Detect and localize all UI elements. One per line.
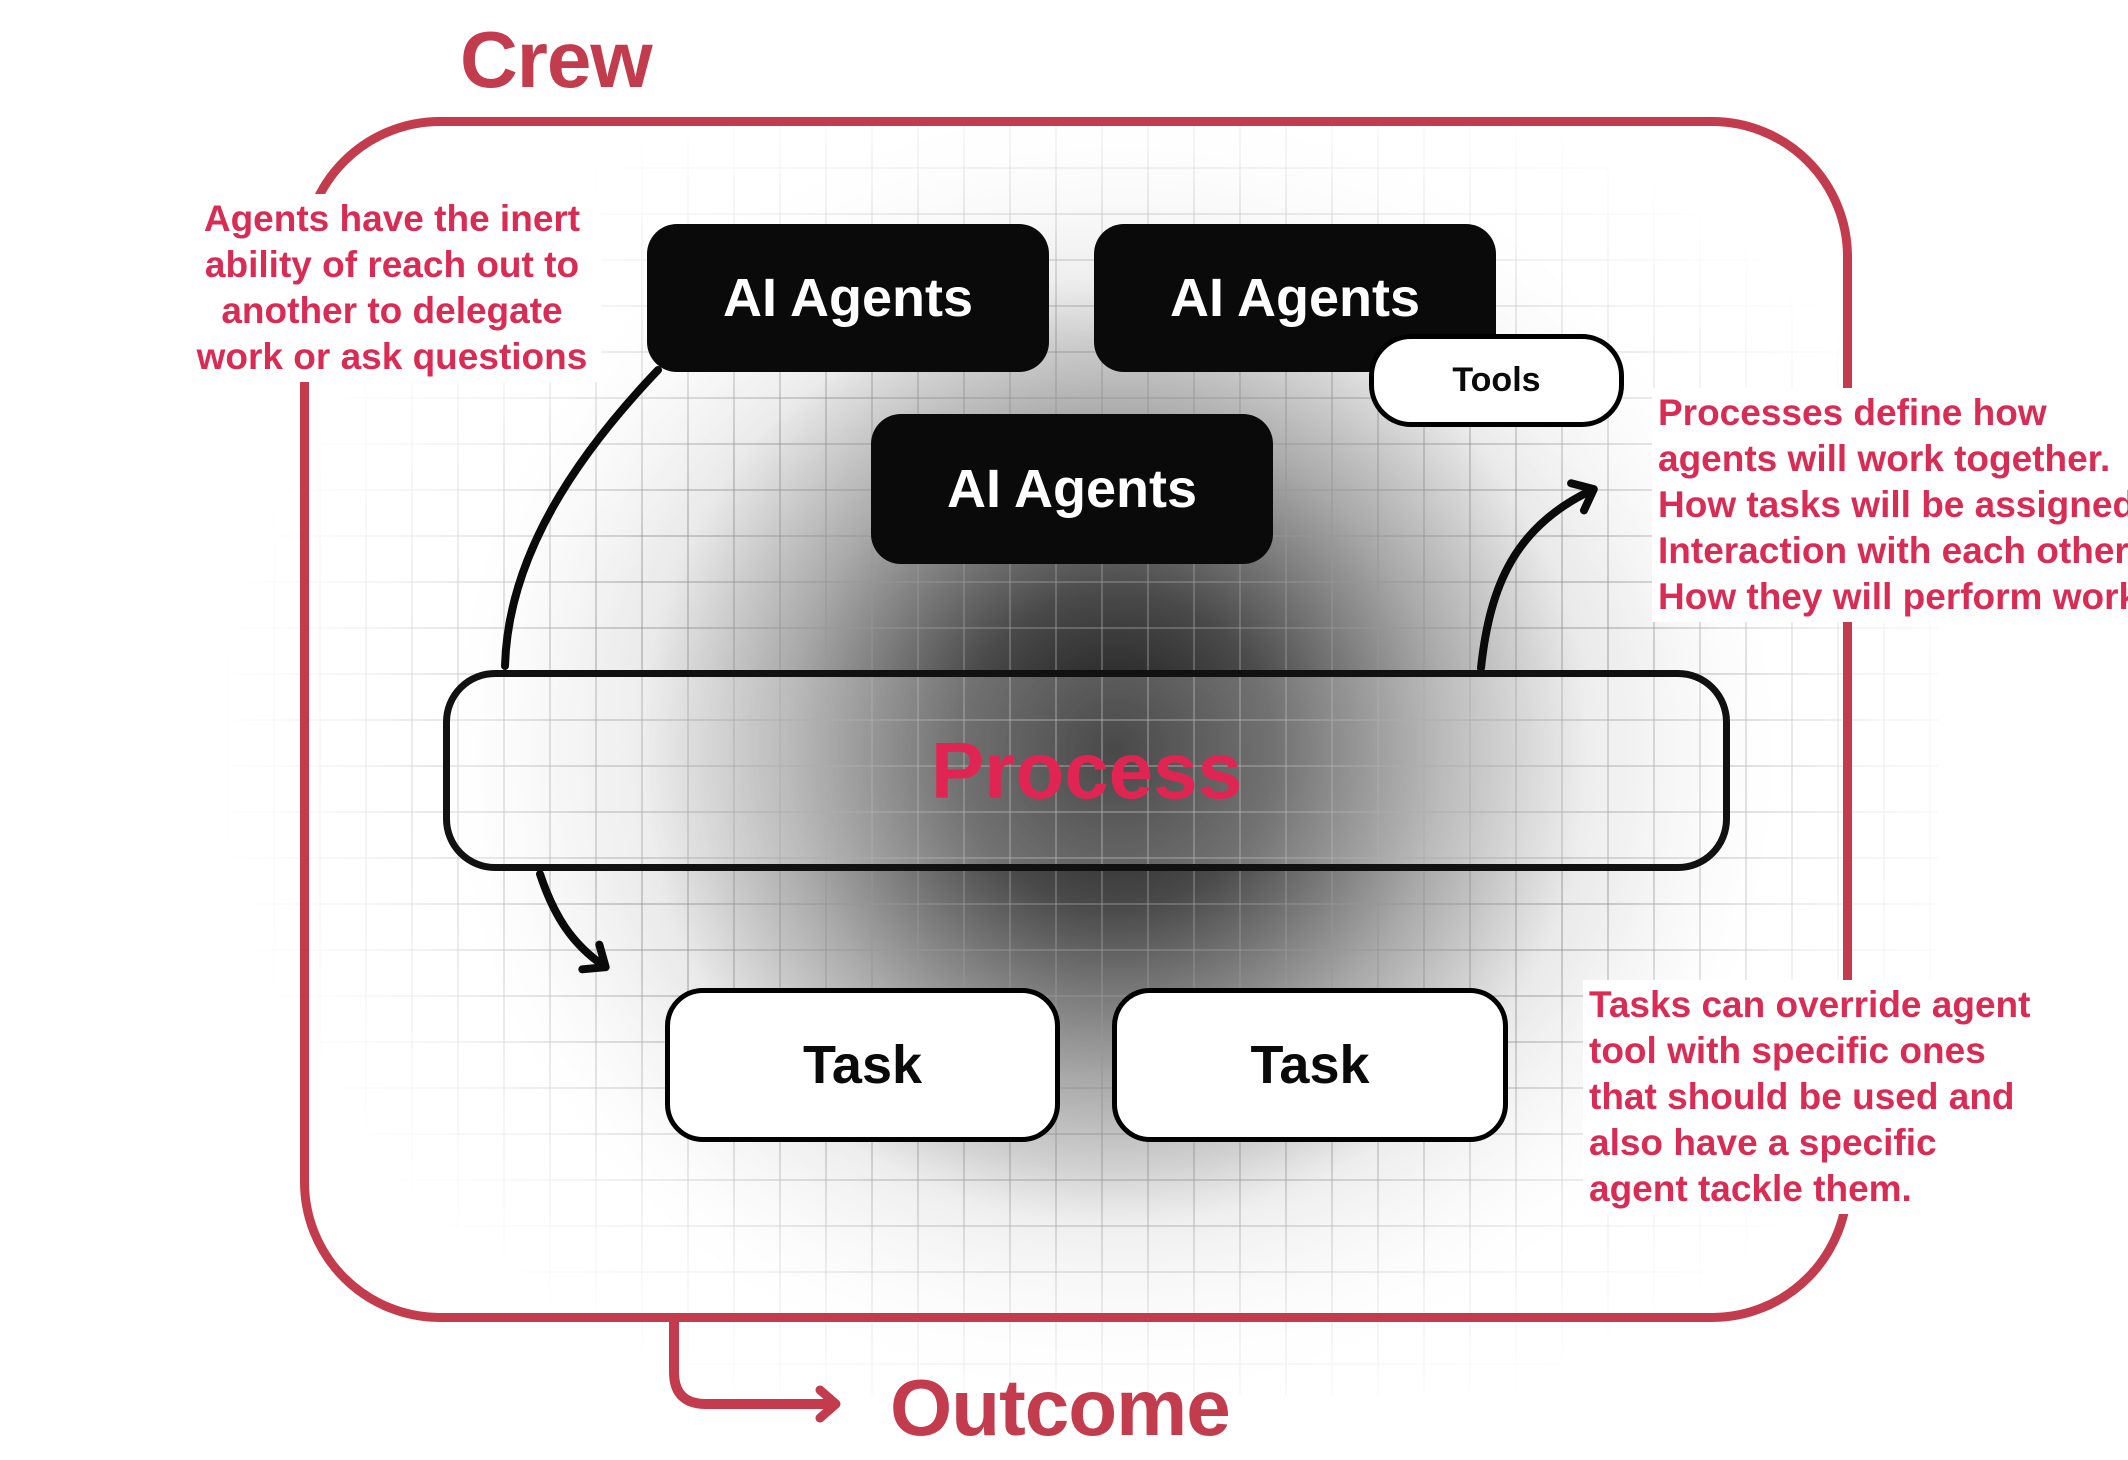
agents-annotation: Agents have the inert ability of reach o… [183,194,601,382]
process-label: Process [930,725,1243,815]
ai-agents-box-2: AI Agents [1094,224,1496,372]
task-box-2: Task [1112,988,1508,1142]
ai-agents-box-3: AI Agents [871,414,1273,564]
outcome-title: Outcome [890,1363,1231,1452]
task-box-1: Task [665,988,1060,1142]
process-box: Process [443,670,1730,871]
agent-delegation-curve [501,366,662,670]
ai-agents-label: AI Agents [1169,268,1420,328]
tasks-annotation: Tasks can override agent tool with speci… [1583,980,2065,1214]
ai-agents-label: AI Agents [946,459,1197,519]
crew-title: Crew [460,15,653,104]
process-annotation: Processes define how agents will work to… [1652,388,2128,622]
task-label: Task [802,1035,923,1095]
crew-boundary [300,117,1852,1322]
tools-box: Tools [1369,334,1624,427]
ai-agents-label: AI Agents [722,268,973,328]
task-label: Task [1250,1035,1370,1095]
tools-label: Tools [1452,361,1541,399]
process-to-task-arrow [536,870,610,974]
process-annotation-arrow [1477,479,1598,672]
ai-agents-box-1: AI Agents [647,224,1049,372]
outcome-arrow [669,1313,841,1423]
